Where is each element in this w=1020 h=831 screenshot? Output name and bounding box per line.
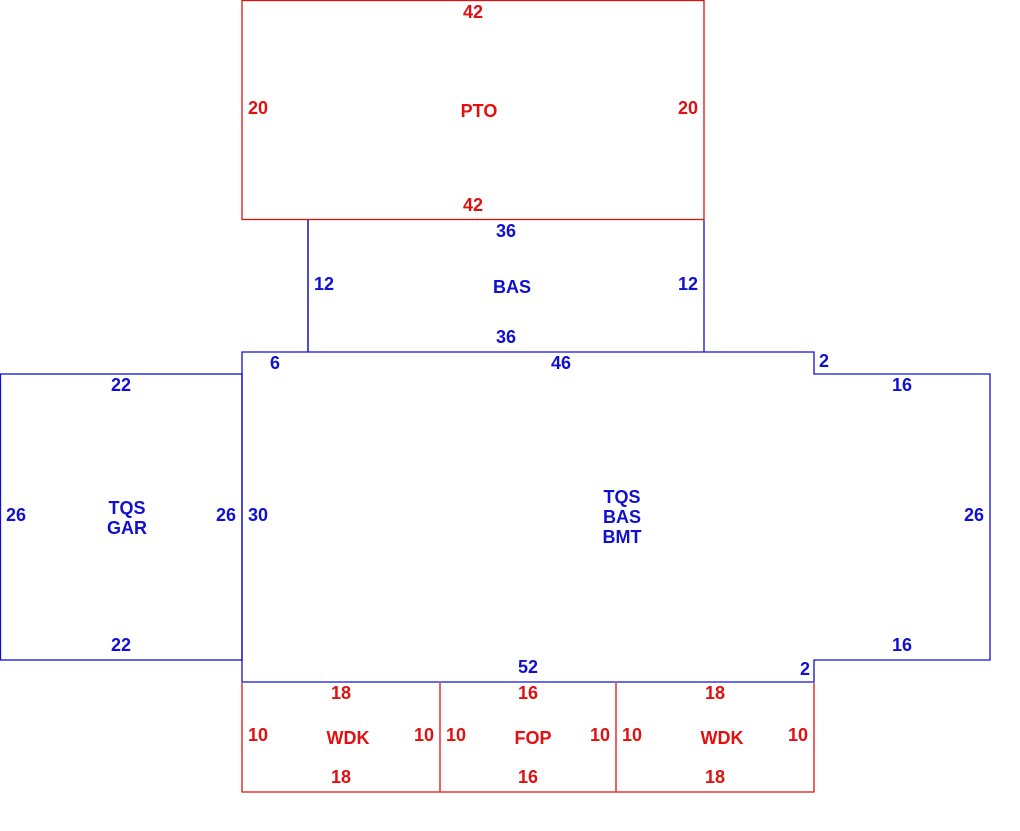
pto-label: PTO — [461, 101, 498, 121]
bas-left-dim: 12 — [314, 274, 334, 294]
fop-top-dim: 16 — [518, 683, 538, 703]
main-label-line: BAS — [603, 507, 641, 527]
main-label-line: BMT — [603, 527, 642, 547]
area-main: 6 46 2 16 26 16 2 52 30 TQS BAS BMT — [241, 351, 991, 683]
pto-top-dim: 42 — [463, 2, 483, 22]
wdk-left-right-dim: 10 — [414, 725, 434, 745]
bas-bottom-dim: 36 — [496, 327, 516, 347]
area-wdk-right: 18 18 10 10 WDK — [616, 683, 815, 793]
bas-top-dim: 36 — [496, 221, 516, 241]
main-right-dim: 26 — [964, 505, 984, 525]
main-label-line: TQS — [603, 487, 640, 507]
gar-left-dim: 26 — [6, 505, 26, 525]
wdk-left-outline — [241, 683, 441, 793]
area-fop: 16 16 10 10 FOP — [440, 683, 617, 793]
wdk-left-left-dim: 10 — [248, 725, 268, 745]
fop-left-dim: 10 — [446, 725, 466, 745]
bas-label: BAS — [493, 277, 531, 297]
gar-label-line: GAR — [107, 518, 147, 538]
gar-bottom-dim: 22 — [111, 635, 131, 655]
main-top-left-dim: 6 — [270, 353, 280, 373]
gar-right-dim: 26 — [216, 505, 236, 525]
main-left-dim: 30 — [248, 505, 268, 525]
fop-label: FOP — [514, 728, 551, 748]
wdk-left-bottom-dim: 18 — [331, 767, 351, 787]
wdk-right-bottom-dim: 18 — [705, 767, 725, 787]
pto-outline — [241, 0, 705, 221]
area-pto: 42 42 20 20 PTO — [241, 0, 705, 221]
area-wdk-left: 18 18 10 10 WDK — [241, 683, 441, 793]
pto-bottom-dim: 42 — [463, 195, 483, 215]
wdk-right-top-dim: 18 — [705, 683, 725, 703]
wdk-right-left-dim: 10 — [622, 725, 642, 745]
wdk-right-outline — [616, 683, 815, 793]
main-notch-top-dim: 2 — [819, 351, 829, 371]
area-bas: 36 36 12 12 BAS — [307, 220, 705, 352]
area-gar: 22 22 26 26 TQS GAR — [0, 373, 243, 661]
main-notch-bottom-dim: 2 — [800, 659, 810, 679]
wdk-left-top-dim: 18 — [331, 683, 351, 703]
wdk-right-label: WDK — [701, 728, 744, 748]
fop-bottom-dim: 16 — [518, 767, 538, 787]
gar-label-line: TQS — [108, 498, 145, 518]
gar-outline — [0, 373, 243, 661]
pto-left-dim: 20 — [248, 98, 268, 118]
fop-right-dim: 10 — [590, 725, 610, 745]
main-right-bottom-dim: 16 — [892, 635, 912, 655]
bas-right-dim: 12 — [678, 274, 698, 294]
pto-right-dim: 20 — [678, 98, 698, 118]
main-bottom-dim: 52 — [518, 657, 538, 677]
wdk-left-label: WDK — [327, 728, 370, 748]
main-outline — [241, 351, 991, 683]
wdk-right-right-dim: 10 — [788, 725, 808, 745]
main-top-dim: 46 — [551, 353, 571, 373]
main-right-top-dim: 16 — [892, 375, 912, 395]
gar-top-dim: 22 — [111, 375, 131, 395]
